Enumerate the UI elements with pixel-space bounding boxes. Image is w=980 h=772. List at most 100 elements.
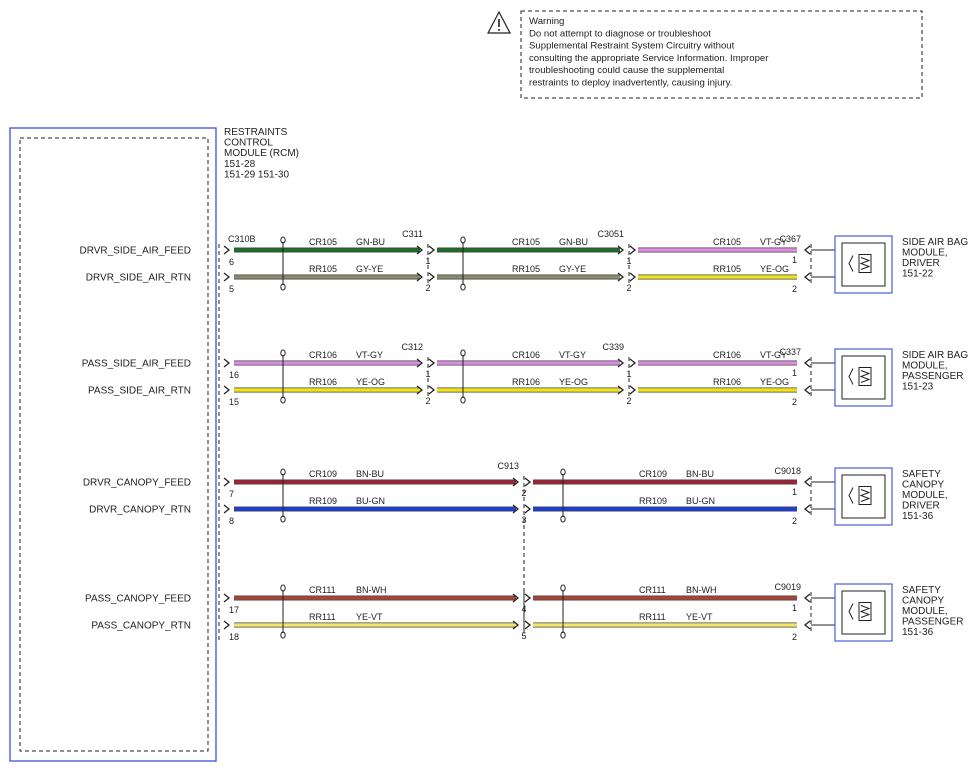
rcm-pin-arrow — [223, 620, 231, 630]
wire-color-label: YE-OG — [760, 264, 789, 274]
wire-color-label: VT-GY — [356, 350, 383, 360]
component-pin-arrow — [803, 245, 811, 255]
splice-arrow-in — [512, 504, 520, 514]
component-pin-arrow — [803, 504, 811, 514]
wire-color-label: YE-VT — [356, 612, 383, 622]
end-connector-label: C9019 — [774, 582, 801, 592]
circuit-label: CR111 — [309, 585, 336, 595]
circuit-label: CR106 — [512, 350, 540, 360]
component-label: 151-23 — [902, 382, 934, 393]
circuit-label: CR106 — [309, 350, 337, 360]
component-box — [834, 467, 893, 526]
circuit-label: RR106 — [713, 377, 741, 387]
splice-pin-number: 2 — [626, 396, 631, 406]
wire-color-label: YE-OG — [356, 377, 385, 387]
circuit-label: RR106 — [309, 377, 337, 387]
component-pin-number: 2 — [792, 632, 797, 642]
rcm-pin-number: 7 — [229, 489, 234, 499]
component-label: MODULE, — [902, 361, 948, 372]
splice-arrow-out — [428, 272, 436, 282]
component-label: MODULE, — [902, 606, 948, 617]
circuit-label: RR111 — [309, 612, 336, 622]
rcm-pin-number: 8 — [229, 516, 234, 526]
wire-color-label: VT-GY — [559, 350, 586, 360]
splice-arrow-out — [629, 272, 637, 282]
splice-pin-number: 5 — [521, 631, 526, 641]
component-pin-number: 1 — [792, 255, 797, 265]
splice-connector-label: C3051 — [597, 229, 624, 239]
warning-line: Do not attempt to diagnose or troublesho… — [529, 29, 711, 40]
signal-name: PASS_SIDE_AIR_FEED — [82, 359, 191, 370]
shield-end-bottom — [280, 396, 286, 404]
shield-end-bottom — [560, 631, 566, 639]
wire-color-label: YE-OG — [559, 377, 588, 387]
component-label: DRIVER — [902, 258, 940, 269]
rcm-pin-number: 5 — [229, 284, 234, 294]
component-pin-number: 2 — [792, 284, 797, 294]
shield-end-top — [280, 349, 286, 357]
shield-end-bottom — [280, 631, 286, 639]
airbag-icon-frame — [841, 242, 886, 287]
splice-arrow-in — [617, 272, 625, 282]
component-label: SIDE AIR BAG — [902, 237, 968, 248]
warning-line: troubleshooting could cause the suppleme… — [529, 65, 724, 76]
splice-arrow-out — [524, 504, 532, 514]
component-label: 151-36 — [902, 627, 934, 638]
circuit-label: RR105 — [512, 264, 540, 274]
squib-icon-coil — [859, 370, 871, 383]
splice-arrow-in — [416, 358, 424, 368]
rcm-connector-label: C310B — [228, 234, 256, 244]
rcm-pin-arrow — [223, 504, 231, 514]
shield-end-top — [460, 236, 466, 244]
signal-name: DRVR_CANOPY_RTN — [89, 505, 191, 516]
rcm-pin-number: 15 — [229, 397, 239, 407]
shield-end-top — [560, 468, 566, 476]
component-label: 151-36 — [902, 511, 934, 522]
component-box — [834, 583, 893, 642]
airbag-icon-frame — [841, 355, 886, 400]
shield-end-top — [560, 584, 566, 592]
component-label: MODULE, — [902, 490, 948, 501]
rcm-pin-arrow — [223, 385, 231, 395]
component-pin-arrow — [803, 477, 811, 487]
component-pin-number: 1 — [792, 368, 797, 378]
rcm-pin-number: 6 — [229, 257, 234, 267]
circuit-label: RR105 — [713, 264, 741, 274]
signal-name: PASS_CANOPY_FEED — [85, 594, 191, 605]
component-label: PASSENGER — [902, 371, 964, 382]
component-label: DRIVER — [902, 501, 940, 512]
end-connector-label: C337 — [779, 347, 801, 357]
squib-icon-coil — [859, 605, 871, 618]
splice-connector-label: C913 — [497, 461, 519, 471]
component-pin-arrow — [803, 593, 811, 603]
splice-arrow-out — [629, 385, 637, 395]
component-pin-number: 1 — [792, 603, 797, 613]
rcm-module-box — [9, 127, 217, 762]
shield-end-bottom — [460, 396, 466, 404]
circuit-label: CR105 — [713, 237, 741, 247]
splice-connector-label: C311 — [402, 229, 423, 239]
rcm-module-label: 151-29 151-30 — [224, 169, 289, 180]
wire-color-label: BN-WH — [686, 585, 717, 595]
signal-name: PASS_CANOPY_RTN — [91, 621, 191, 632]
component-pin-arrow — [803, 385, 811, 395]
splice-arrow-out — [524, 477, 532, 487]
circuit-label: RR106 — [512, 377, 540, 387]
signal-name: DRVR_SIDE_AIR_RTN — [86, 273, 191, 284]
warning-title: Warning — [529, 16, 564, 27]
component-box — [834, 235, 893, 294]
warning-icon — [487, 10, 511, 34]
rcm-module-inner — [19, 137, 209, 752]
squib-icon-coil — [859, 257, 871, 270]
component-label: SAFETY — [902, 585, 941, 596]
splice-arrow-out — [524, 593, 532, 603]
splice-arrow-in — [512, 620, 520, 630]
wire-color-label: VT-GY — [760, 350, 787, 360]
wire-color-label: YE-OG — [760, 377, 789, 387]
component-pin-arrow — [803, 358, 811, 368]
squib-icon — [848, 603, 854, 620]
splice-arrow-in — [617, 385, 625, 395]
splice-connector-label: C312 — [401, 342, 423, 352]
splice-arrow-in — [512, 593, 520, 603]
airbag-icon-frame — [841, 474, 886, 519]
